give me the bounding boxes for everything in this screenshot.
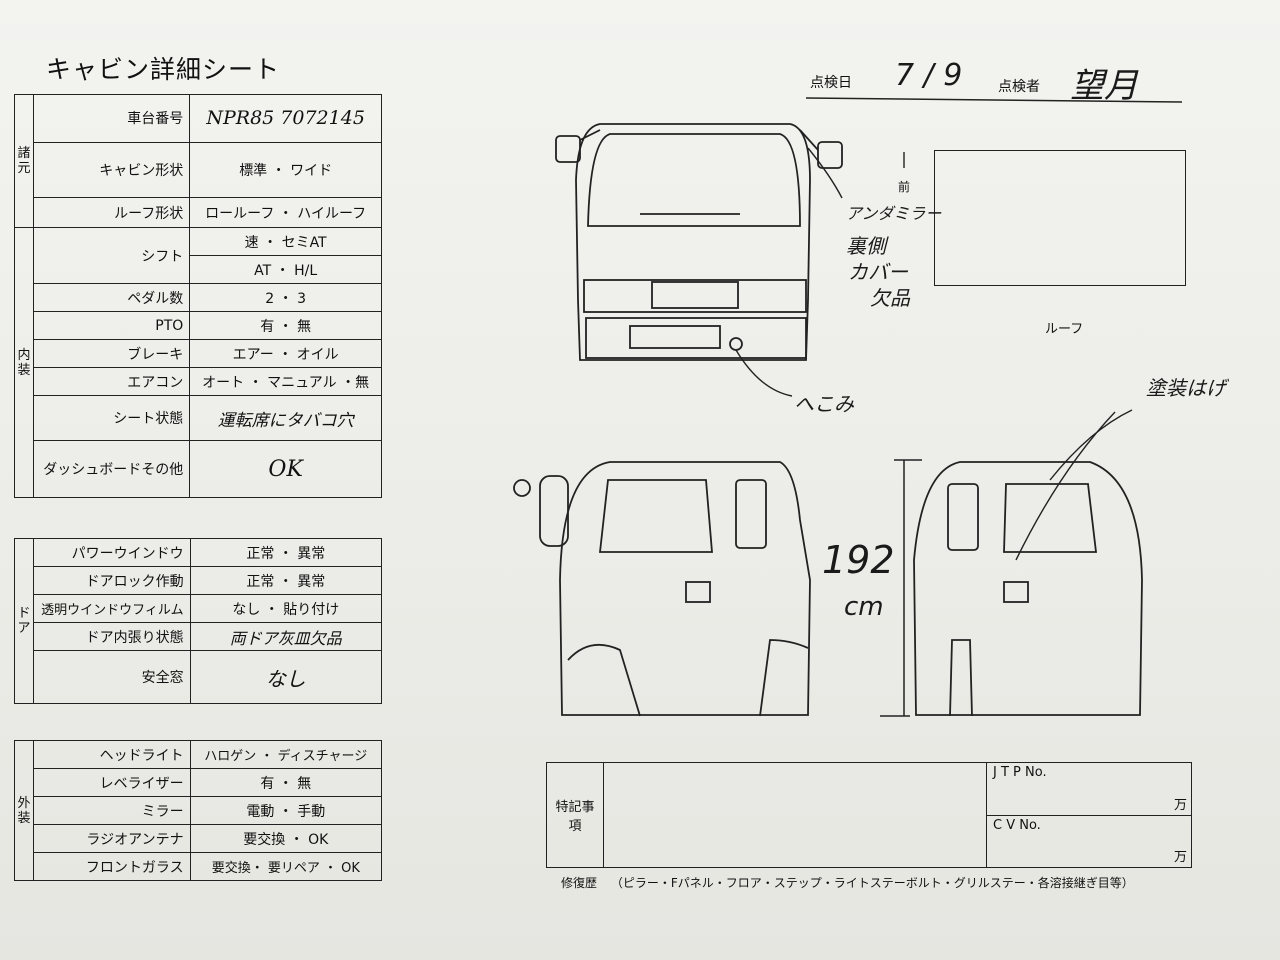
row-value: なし — [189, 650, 383, 704]
jtp-label: J T P No. — [993, 765, 1047, 780]
row-label: ラジオアンテナ — [32, 824, 191, 853]
jtp-cell: J T P No. 万 — [986, 762, 1192, 816]
repair-items: （ピラー・Fパネル・フロア・ステップ・ライトステーボルト・グリルステー・各溶接継… — [610, 876, 1134, 890]
front-arrow-label: 前 — [898, 180, 911, 194]
row-label: ダッシュボードその他 — [32, 440, 191, 498]
row-label: ブレーキ — [32, 339, 191, 368]
man-unit-1: 万 — [1173, 797, 1187, 813]
row-value: NPR85 7072145 — [189, 94, 382, 143]
cover-note-3: 欠品 — [870, 286, 910, 310]
row-label: ドアロック作動 — [32, 566, 191, 595]
annotation-lines — [735, 147, 1133, 561]
cab-front-view — [555, 123, 843, 361]
row-value: OK — [189, 440, 382, 498]
row-label: パワーウインドウ — [32, 538, 191, 567]
height-marker — [880, 459, 922, 717]
spec-interior-table: 諸元 車台番号 NPR85 7072145 キャビン形状 標準 ・ ワイド ルー… — [14, 94, 382, 498]
paint-note: 塗装はげ — [1146, 376, 1226, 400]
notes-table: 特記事項 J T P No. 万 C V No. 万 — [546, 762, 1192, 868]
sheet-title: キャビン詳細シート — [46, 55, 281, 84]
group-interior: 内装 — [14, 227, 34, 498]
dent-note: へこみ — [794, 392, 854, 416]
cover-note-1: 裏側 — [846, 234, 886, 258]
row-label: シフト — [32, 227, 191, 284]
roof-label: ルーフ — [1045, 322, 1084, 337]
row-value: 速 ・ セミAT — [189, 227, 382, 256]
repair-history: 修復歴 （ピラー・Fパネル・フロア・ステップ・ライトステーボルト・グリルステー・… — [561, 874, 1134, 891]
date-value: 7 / 9 — [895, 58, 963, 93]
row-value: 標準 ・ ワイド — [189, 141, 382, 199]
row-value: 有 ・ 無 — [189, 768, 383, 797]
man-unit-2: 万 — [1173, 850, 1187, 865]
row-label: ペダル数 — [32, 283, 191, 312]
row-value: 2 ・ 3 — [189, 283, 382, 312]
cab-side-view-right — [913, 461, 1143, 717]
row-label: キャビン形状 — [32, 141, 191, 199]
cab-side-view-left — [513, 461, 811, 717]
row-label: 車台番号 — [32, 94, 191, 143]
repair-label: 修復歴 — [561, 876, 598, 890]
cv-label: C V No. — [993, 817, 1041, 833]
row-label: フロントガラス — [32, 852, 191, 881]
row-value-2: AT ・ H/L — [189, 255, 382, 284]
row-label: 安全窓 — [32, 650, 191, 704]
height-unit: cm — [844, 592, 884, 622]
height-value: 192 — [822, 538, 895, 582]
door-table: ドア パワーウインドウ 正常 ・ 異常 ドアロック作動 正常 ・ 異常 透明ウイ… — [14, 538, 383, 704]
under-mirror-note: アンダミラー — [846, 204, 942, 223]
row-value: ハロゲン ・ ディスチャージ — [189, 740, 383, 769]
inspector-label: 点検者 — [998, 79, 1040, 95]
row-value: 両ドア灰皿欠品 — [189, 622, 383, 651]
exterior-table: 外装 ヘッドライト ハロゲン ・ ディスチャージ レベライザー 有 ・ 無 ミラ… — [14, 740, 383, 881]
special-notes-field — [603, 762, 987, 868]
inspector-value: 望月 — [1070, 66, 1138, 106]
special-notes-label: 特記事項 — [546, 762, 604, 868]
roof-diagram-box — [934, 150, 1186, 286]
row-value: エアー ・ オイル — [189, 339, 382, 368]
cover-note-2: カバー — [848, 260, 908, 284]
cv-cell: C V No. 万 — [986, 814, 1192, 868]
date-label: 点検日 — [810, 75, 852, 91]
row-label: 透明ウインドウフィルム — [32, 594, 191, 623]
row-label: シート状態 — [32, 395, 191, 441]
row-value: オート ・ マニュアル ・無 — [189, 367, 382, 396]
row-value: 要交換・ 要リペア ・ OK — [189, 852, 383, 881]
row-label: ルーフ形状 — [32, 197, 191, 228]
